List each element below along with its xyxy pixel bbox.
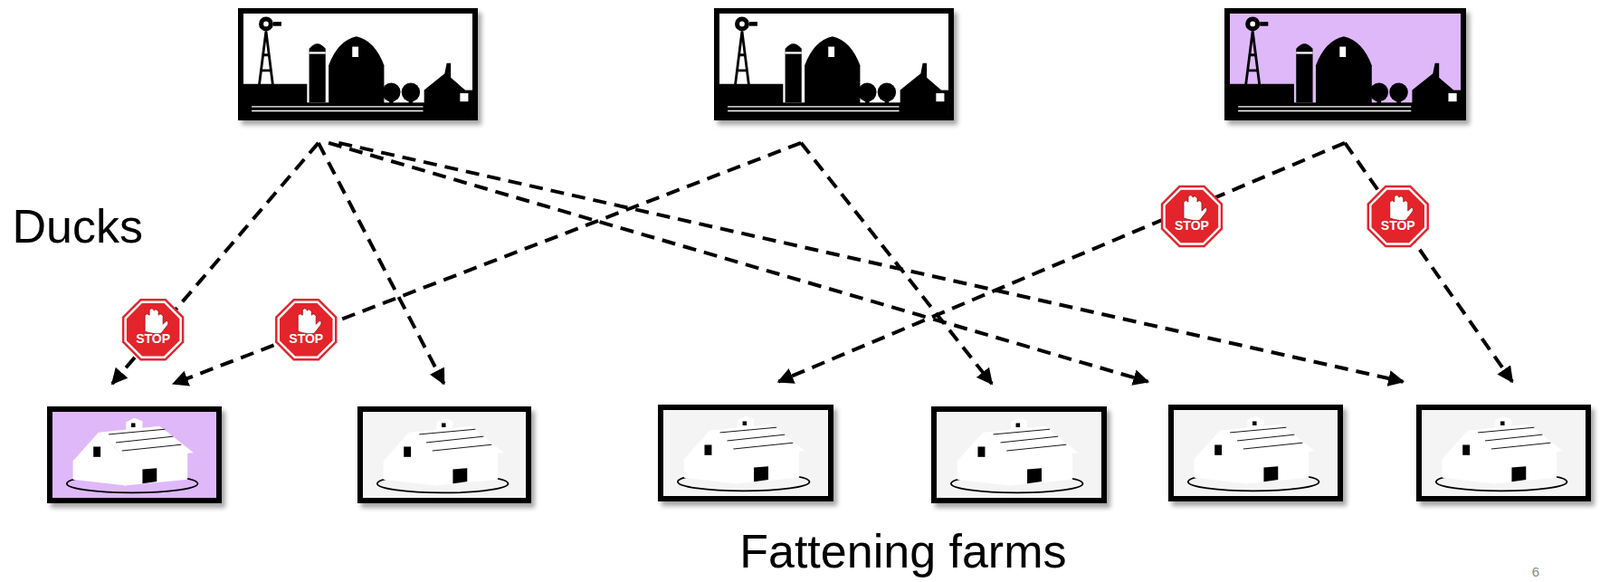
farmhouse-illustration — [52, 411, 217, 498]
fattening-farm-box — [47, 406, 222, 504]
farm-illustration — [1229, 13, 1461, 115]
fattening-farm-box — [1416, 404, 1591, 502]
breeding-farm-box — [238, 8, 478, 121]
shipment-arrow — [778, 142, 1345, 382]
farmhouse-illustration — [663, 409, 829, 496]
stop-sign-text: STOP — [135, 332, 171, 345]
stop-sign-text: STOP — [1380, 219, 1416, 232]
shipment-arrow — [318, 142, 445, 384]
fattening-farm-box — [931, 406, 1107, 504]
row-label: Fattening farms — [739, 527, 1067, 575]
farmhouse-illustration — [362, 411, 527, 498]
stop-sign — [122, 298, 184, 361]
farmhouse-illustration — [1173, 409, 1338, 496]
fattening-farm-box — [1168, 404, 1343, 502]
shipment-arrow — [800, 142, 992, 384]
shipment-arrow — [328, 142, 1148, 382]
stop-sign-text: STOP — [288, 332, 324, 345]
fattening-farm-box — [657, 404, 834, 502]
shipment-arrow — [1344, 142, 1513, 382]
stop-sign-text: STOP — [1174, 219, 1210, 232]
page-number: 6 — [1532, 564, 1540, 579]
farmhouse-illustration — [936, 411, 1102, 498]
farmhouse-illustration — [1421, 409, 1586, 496]
fattening-farm-box — [357, 406, 533, 504]
farm-illustration — [243, 13, 473, 115]
stop-sign — [1161, 185, 1223, 248]
breeding-farm-box — [1224, 8, 1467, 121]
row-label: Ducks — [12, 202, 143, 250]
farm-illustration — [719, 13, 949, 115]
shipment-arrow — [338, 142, 1403, 382]
breeding-farm-box — [714, 8, 954, 121]
stop-sign — [1367, 185, 1429, 248]
stop-sign — [275, 298, 337, 361]
shipment-arrow — [173, 142, 801, 384]
